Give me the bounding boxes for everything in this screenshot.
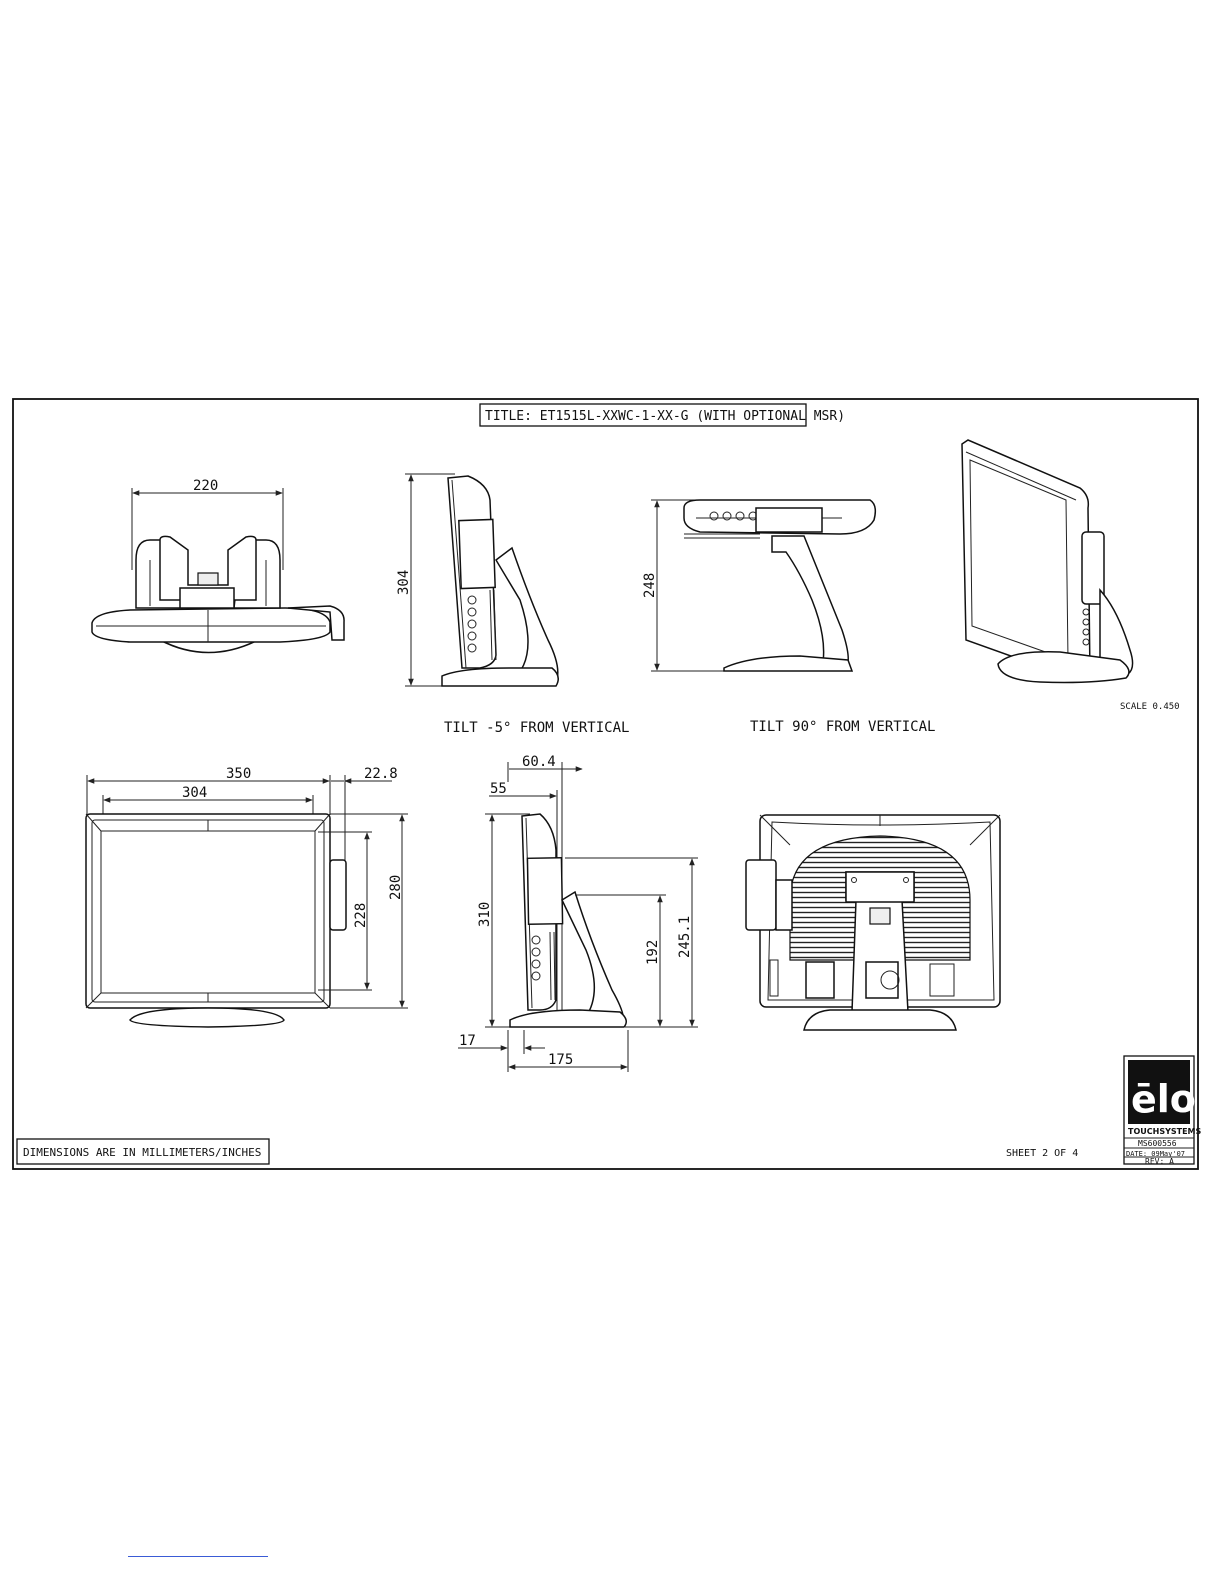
drawing-number: MS600556 xyxy=(1138,1139,1177,1148)
dim-side-depth-inner: 55 xyxy=(490,781,507,797)
view-isometric xyxy=(962,440,1133,683)
dim-front-screen-height: 228 xyxy=(353,903,369,928)
footer-underline-link[interactable] xyxy=(128,1556,268,1557)
dim-side-base-depth: 175 xyxy=(548,1052,573,1068)
view-rear xyxy=(746,815,1000,1030)
dim-tilt90-height: 248 xyxy=(642,573,658,598)
view-top: 220 xyxy=(92,478,344,653)
view-side-dimensioned: 60.4 55 310 192 245.1 xyxy=(458,754,698,1072)
sheet-number: SHEET 2 OF 4 xyxy=(1006,1148,1078,1159)
caption-tilt-neg5: TILT -5° FROM VERTICAL xyxy=(444,720,629,736)
caption-tilt-90: TILT 90° FROM VERTICAL xyxy=(750,719,935,735)
dim-side-hinge-height: 192 xyxy=(645,940,661,965)
logo-sub: TOUCHSYSTEMS xyxy=(1128,1127,1202,1136)
dim-front-msr-width: 22.8 xyxy=(364,766,398,782)
units-note-text: DIMENSIONS ARE IN MILLIMETERS/INCHES xyxy=(23,1146,261,1159)
view-front: 350 22.8 304 280 228 xyxy=(86,766,408,1027)
logo-brand: ēlo xyxy=(1131,1077,1196,1121)
dim-side-base-offset: 17 xyxy=(459,1033,476,1049)
units-note: DIMENSIONS ARE IN MILLIMETERS/INCHES xyxy=(17,1139,269,1164)
dim-side-depth-top: 60.4 xyxy=(522,754,556,770)
dim-front-screen-width: 304 xyxy=(182,785,207,801)
logo-block: ēlo TOUCHSYSTEMS MS600556 DATE: 09May'07… xyxy=(1124,1056,1202,1166)
dim-side-overall-height: 310 xyxy=(477,902,493,927)
view-tilt-90: 248 xyxy=(642,500,875,671)
dim-front-overall-width: 350 xyxy=(226,766,251,782)
drawing-title: TITLE: ET1515L-XXWC-1-XX-G (WITH OPTIONA… xyxy=(485,409,845,424)
dim-front-overall-height: 280 xyxy=(388,875,404,900)
dim-top-width: 220 xyxy=(193,478,218,494)
scale-label: SCALE 0.450 xyxy=(1120,702,1180,712)
dim-side-total-height: 245.1 xyxy=(677,916,693,958)
view-side-tilt: 304 xyxy=(396,474,558,686)
title-box: TITLE: ET1515L-XXWC-1-XX-G (WITH OPTIONA… xyxy=(480,404,845,426)
drawing-rev: REV: A xyxy=(1145,1157,1174,1166)
dim-side-height: 304 xyxy=(396,570,412,595)
